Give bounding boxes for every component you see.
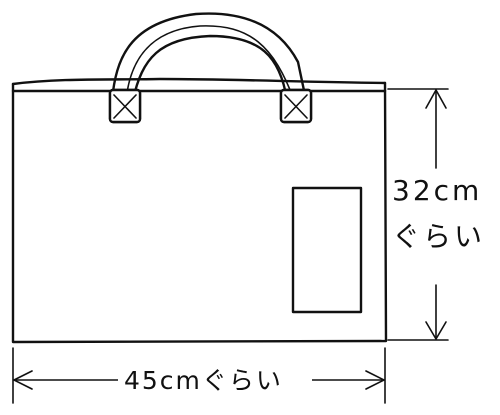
height-label-line1: 32cm [392,174,482,207]
height-dimension: 32cm ぐらい [387,88,485,341]
width-dimension: 45cmぐらい [12,347,386,404]
bag-body [11,77,388,344]
height-arrowhead-bottom [425,321,447,340]
width-label: 45cmぐらい [124,366,283,395]
handle-tab-left-front-cross [113,94,137,119]
width-arrowhead-left [13,370,33,390]
width-arrowhead-right [365,370,385,390]
width-label-bg [118,364,312,396]
handle-tab-right-front-cross [284,94,308,119]
handle-seam [125,25,295,101]
bag-outline [11,81,388,344]
height-arrowhead-top [425,89,447,109]
bag-top-hem [11,77,387,86]
height-label-line2: ぐらい [392,220,485,253]
bag-pocket [291,186,363,314]
